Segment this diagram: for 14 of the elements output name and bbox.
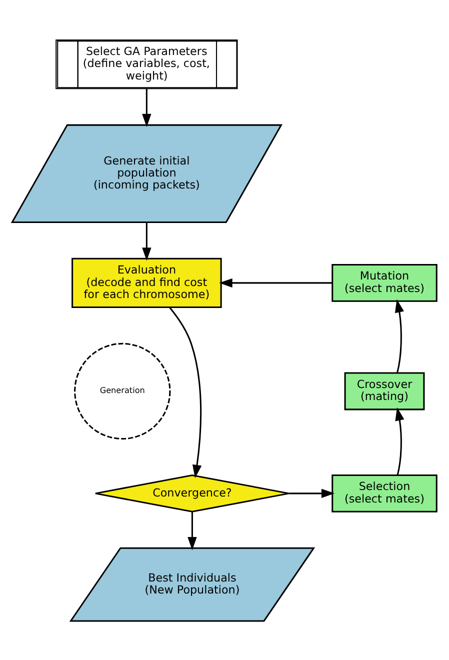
arrow — [188, 512, 197, 550]
node-box: Evaluation (decode and find cost for each chromosome) — [72, 257, 222, 308]
arrow — [395, 406, 404, 475]
arrow — [142, 88, 152, 127]
arrow — [219, 278, 332, 288]
node-box: Selection (select mates) — [332, 474, 438, 512]
arrow — [169, 306, 202, 478]
node-box: Mutation (select mates) — [332, 263, 438, 302]
arrow — [289, 488, 335, 498]
node-box: Crossover (mating) — [344, 372, 425, 410]
arrow — [394, 298, 404, 373]
arrow — [142, 222, 152, 260]
node-circle: Generation — [74, 342, 171, 440]
node-diamond: Convergence? — [94, 474, 290, 512]
